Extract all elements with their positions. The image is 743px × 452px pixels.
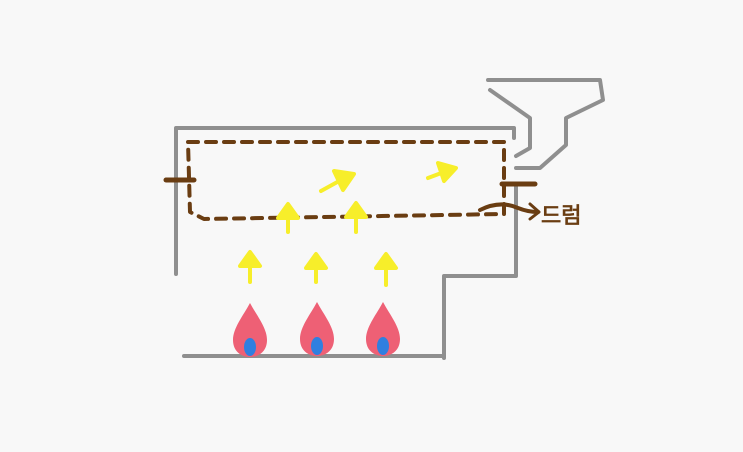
flame-icon <box>233 303 267 357</box>
roaster-housing <box>174 126 518 360</box>
heat-arrow-icon <box>426 161 458 183</box>
heat-arrows <box>238 161 458 287</box>
hopper-icon <box>486 78 605 170</box>
heat-arrow-icon <box>276 202 300 234</box>
heat-arrow-icon <box>374 252 398 287</box>
housing-right-step-wall <box>442 184 518 360</box>
drum-label-pointer-head <box>528 202 541 221</box>
flame-icon <box>366 302 400 356</box>
drum-label-pointer <box>478 202 540 214</box>
flame-icon <box>300 302 334 356</box>
heat-arrow-icon <box>319 169 356 193</box>
heat-arrow-icon <box>304 252 328 284</box>
drum-label: 드럼 <box>541 204 581 229</box>
heat-arrow-icon <box>238 250 262 284</box>
burners <box>233 302 400 357</box>
heat-arrow-icon <box>344 201 368 234</box>
housing-left-top-wall <box>174 126 516 276</box>
drum-axle <box>163 177 538 187</box>
